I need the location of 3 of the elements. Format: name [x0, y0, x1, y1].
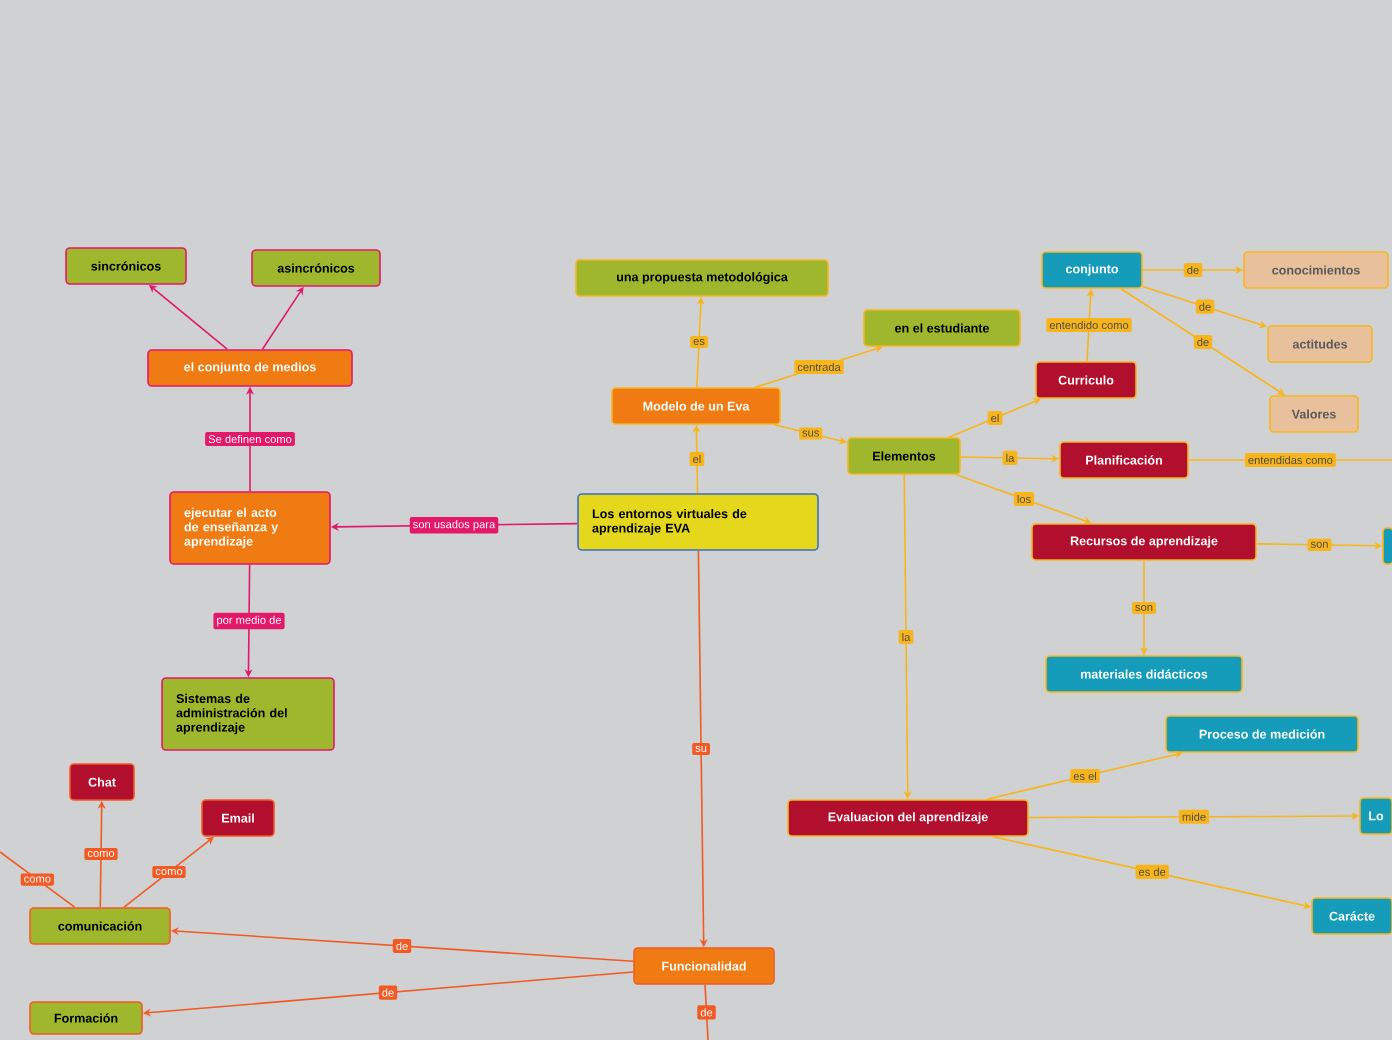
arrow	[986, 750, 1183, 800]
concept-box	[1382, 527, 1392, 565]
arrow	[948, 398, 1041, 438]
